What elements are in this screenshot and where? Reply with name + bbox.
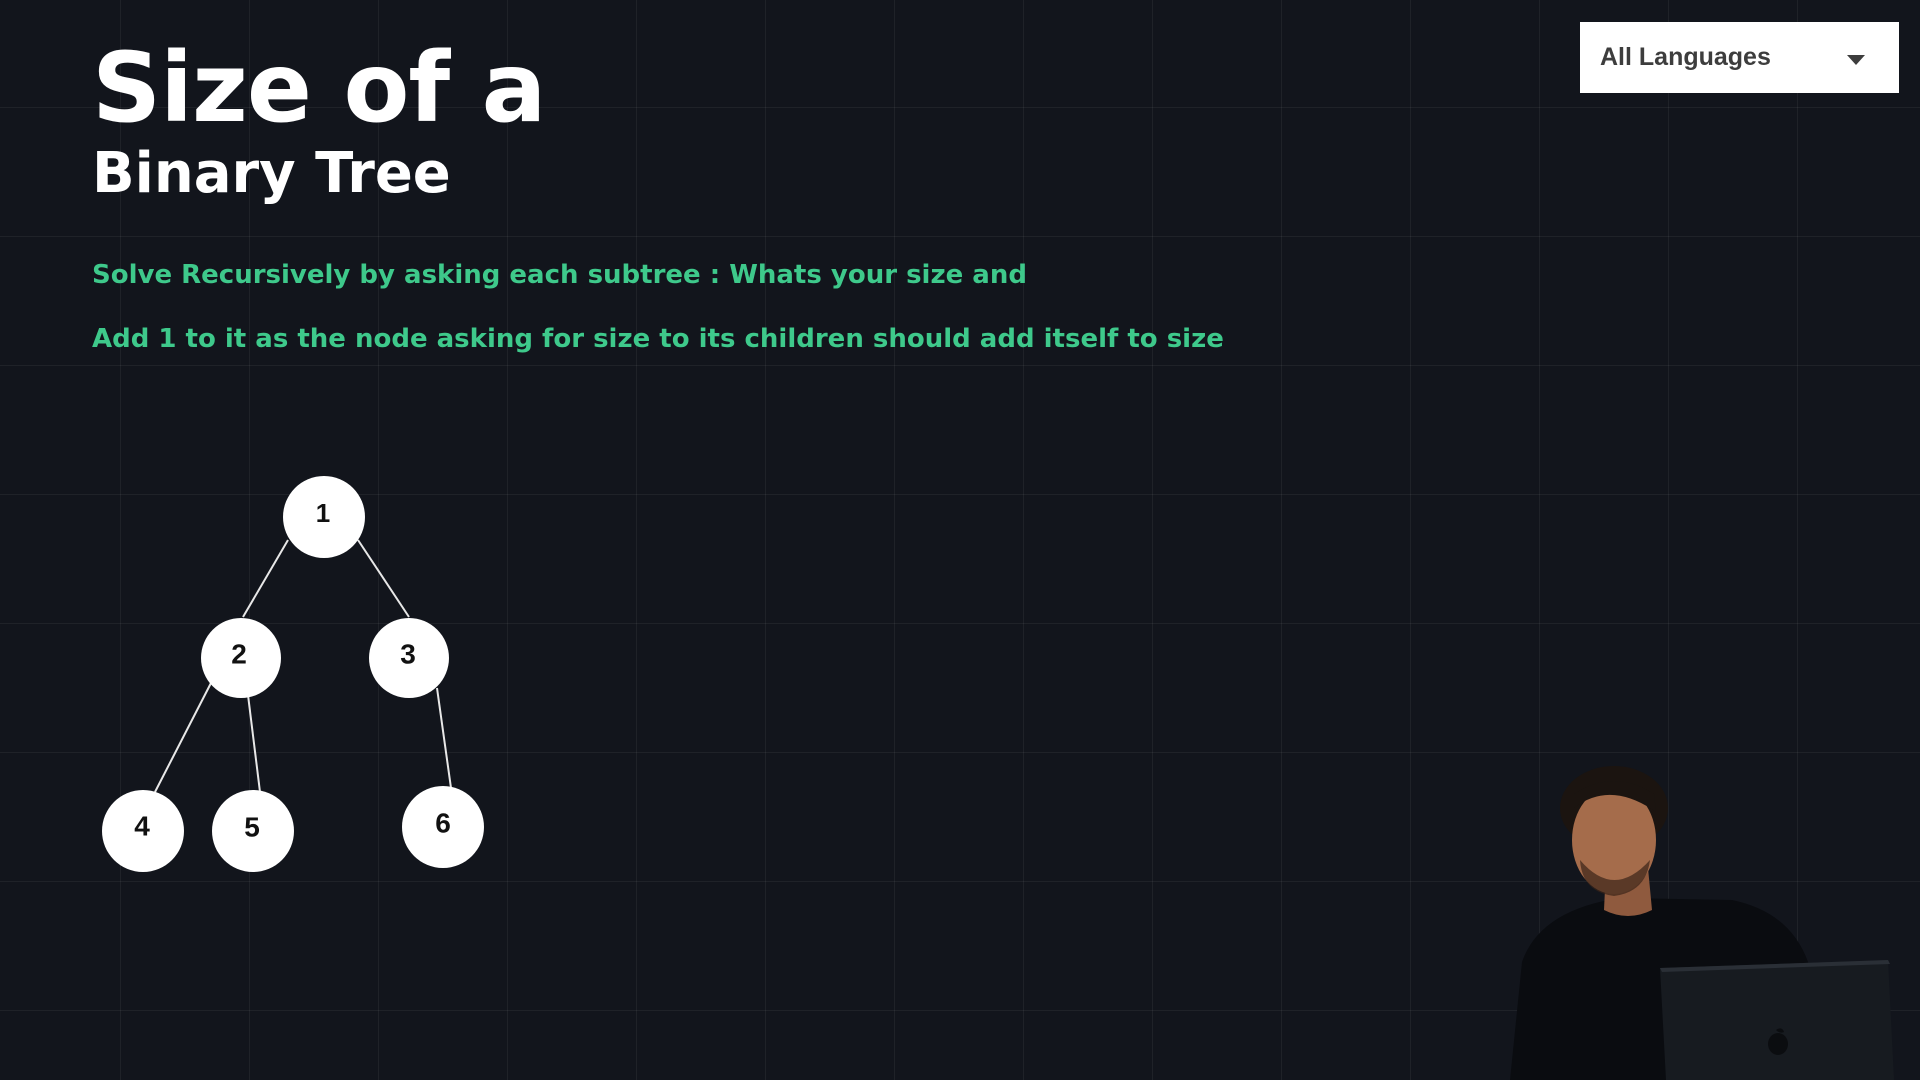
tree-edge-2-5 (247, 694, 261, 793)
tree-node-label: 6 (435, 807, 451, 838)
tree-edge-3-6 (436, 687, 452, 789)
tree-edge-1-3 (357, 539, 410, 618)
slide-title: Size of a Binary Tree (92, 32, 546, 206)
presenter-video (1510, 766, 1894, 1080)
tree-edge-1-2 (242, 539, 289, 618)
language-select-value: All Languages (1600, 43, 1771, 71)
tree-node-6: 6 (402, 786, 484, 868)
tree-node-1: 1 (283, 476, 365, 558)
tree-edge-2-4 (154, 682, 212, 793)
presenter-face (1572, 786, 1656, 894)
tree-node-5: 5 (212, 790, 294, 872)
language-select[interactable]: All Languages (1580, 22, 1899, 93)
chevron-down-icon (1847, 55, 1865, 65)
tree-node-label: 2 (231, 638, 247, 669)
tree-node-3: 3 (369, 618, 449, 698)
tree-node-label: 3 (400, 638, 416, 669)
tree-node-label: 4 (134, 810, 150, 841)
tree-node-4: 4 (102, 790, 184, 872)
tree-node-label: 5 (244, 811, 260, 842)
tree-node-label: 1 (316, 498, 330, 528)
description-line-1: Solve Recursively by asking each subtree… (92, 260, 1027, 290)
description-line-2: Add 1 to it as the node asking for size … (92, 324, 1224, 354)
title-line-1: Size of a (92, 32, 546, 144)
title-line-2: Binary Tree (92, 141, 451, 206)
laptop (1660, 960, 1894, 1080)
apple-logo-icon (1768, 1028, 1788, 1055)
tree-node-2: 2 (201, 618, 281, 698)
